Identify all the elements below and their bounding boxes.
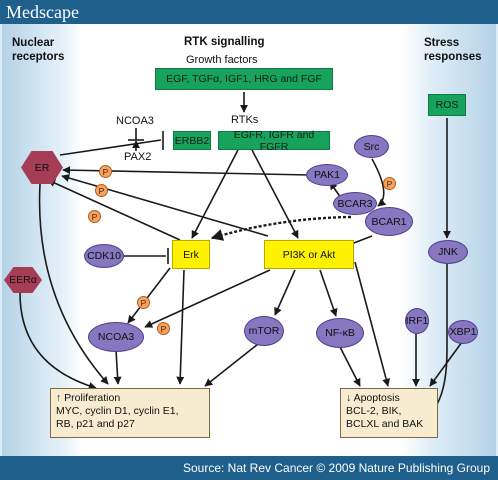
pi3k-to-apoptosis-arrow bbox=[354, 261, 391, 387]
column-header-line: responses bbox=[424, 51, 482, 63]
proliferation-box: ↑ Proliferation MYC, cyclin D1, cyclin E… bbox=[50, 388, 210, 438]
mtor-ellipse: mTOR bbox=[244, 316, 284, 346]
phospho-marker: P bbox=[88, 210, 101, 223]
jnk-ellipse: JNK bbox=[428, 240, 468, 264]
cdk10-ellipse: CDK10 bbox=[84, 244, 124, 268]
apoptosis-line: BCL-2, BIK, bbox=[346, 405, 402, 417]
ncoa3-to-proliferation-arrow bbox=[113, 349, 122, 385]
proliferation-title: ↑ Proliferation bbox=[56, 392, 121, 404]
eera-hexagon: EERα bbox=[4, 267, 42, 293]
src-to-bcar1-arrow bbox=[371, 158, 387, 207]
pak1-ellipse: PAK1 bbox=[306, 164, 348, 186]
column-header-stress: Stress responses bbox=[424, 36, 482, 64]
erk-to-ncoa3-arrow bbox=[127, 267, 171, 324]
egfr-box: EGFR, IGFR and FGFR bbox=[218, 129, 330, 153]
growth-factors-label: Growth factors bbox=[186, 54, 258, 66]
proliferation-line: RB, p21 and p27 bbox=[56, 418, 135, 430]
pi3k-to-mtor-arrow bbox=[274, 269, 296, 316]
pi3k-to-ncoa3-arrow bbox=[144, 269, 271, 328]
column-header-line: receptors bbox=[12, 51, 65, 63]
er-to-proliferation-arrow bbox=[38, 183, 109, 385]
ros-box: ROS bbox=[428, 94, 466, 116]
ncoa3-label-top: NCOA3 bbox=[116, 115, 154, 127]
erk-to-proliferation-arrow bbox=[176, 269, 185, 385]
proliferation-line: MYC, cyclin D1, cyclin E1, bbox=[56, 405, 179, 417]
apoptosis-line: BCLXL and BAK bbox=[346, 418, 424, 430]
er-inhibit-erbb2 bbox=[59, 139, 162, 156]
column-header-nuclear: Nuclear receptors bbox=[12, 36, 64, 64]
bcar1-to-erk-dotted-arrow bbox=[210, 215, 352, 241]
pi3k-akt-box: PI3K or Akt bbox=[264, 240, 354, 269]
mtor-to-proliferation-arrow bbox=[204, 343, 259, 387]
source-credit: Source: Nat Rev Cancer © 2009 Nature Pub… bbox=[182, 461, 490, 475]
column-header-line: Stress bbox=[424, 37, 460, 49]
column-header-line: Nuclear bbox=[12, 37, 55, 49]
src-ellipse: Src bbox=[354, 135, 389, 158]
rtks-label: RTKs bbox=[231, 114, 259, 126]
phospho-marker: P bbox=[137, 296, 150, 309]
rtk-to-erk-arrow bbox=[191, 149, 239, 239]
bcar3-ellipse: BCAR3 bbox=[333, 192, 377, 215]
growth-factors-box: EGF, TGFα, IGF1, HRG and FGF bbox=[155, 68, 333, 90]
irf1-ellipse: IRF1 bbox=[405, 308, 429, 334]
rtk-to-pi3k-arrow bbox=[251, 149, 299, 239]
erbb2-box: ERBB2 bbox=[173, 131, 211, 150]
xbp1-to-apoptosis-arrow bbox=[429, 341, 463, 387]
ncoa3-ellipse: NCOA3 bbox=[88, 322, 144, 352]
apoptosis-title: ↓ Apoptosis bbox=[346, 392, 400, 404]
erk-to-er-arrow bbox=[47, 179, 181, 241]
er-hexagon: ER bbox=[21, 151, 63, 184]
footer-bar bbox=[0, 456, 498, 480]
phospho-marker: P bbox=[95, 184, 108, 197]
pi3k-to-er-arrow bbox=[61, 174, 269, 237]
pax2-label: PAX2 bbox=[124, 151, 152, 163]
erk-box: Erk bbox=[172, 240, 210, 269]
xbp1-ellipse: XBP1 bbox=[448, 320, 478, 344]
apoptosis-box: ↓ Apoptosis BCL-2, BIK, BCLXL and BAK bbox=[340, 388, 438, 438]
brand-logo: Medscape bbox=[6, 2, 79, 22]
nfkb-ellipse: NF-κB bbox=[316, 318, 364, 348]
bcar1-ellipse: BCAR1 bbox=[365, 207, 413, 236]
phospho-marker: P bbox=[157, 322, 170, 335]
header-bar bbox=[0, 0, 498, 24]
pi3k-to-nfkb-arrow bbox=[319, 269, 338, 317]
phospho-marker: P bbox=[99, 165, 112, 178]
phospho-marker: P bbox=[383, 177, 396, 190]
eera-to-proliferation-arrow bbox=[19, 292, 97, 390]
nfkb-to-apoptosis-arrow bbox=[339, 346, 361, 387]
column-header-rtk: RTK signalling bbox=[184, 36, 265, 48]
